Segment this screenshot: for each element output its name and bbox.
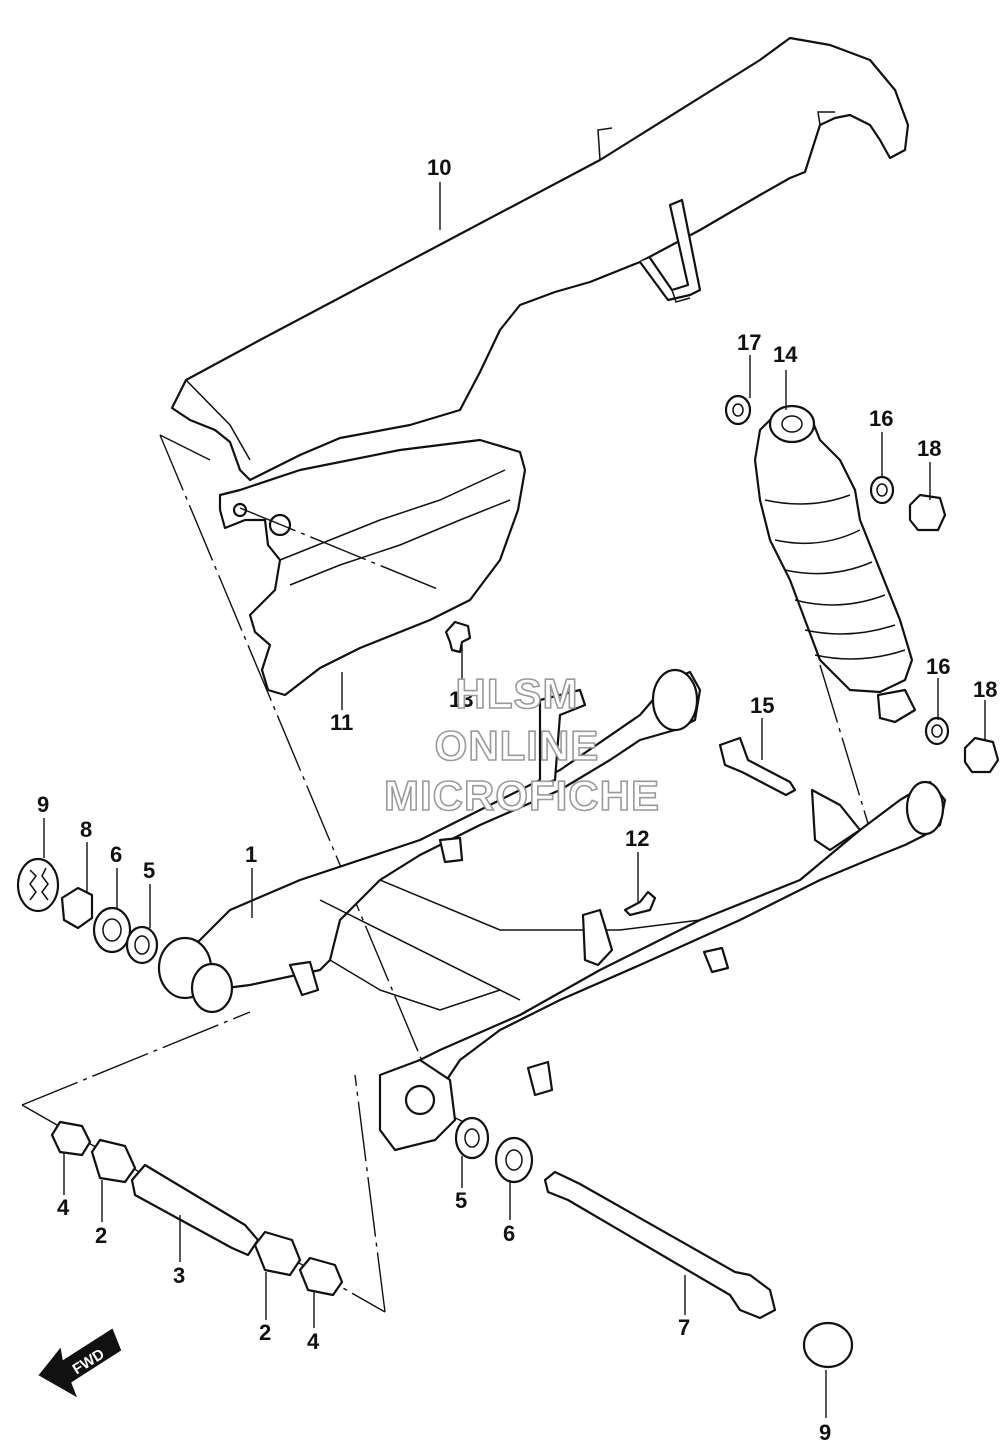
- fwd-arrow: FWD: [38, 1328, 122, 1398]
- cap-nut-18b: [963, 736, 1000, 774]
- callout-8: 8: [80, 817, 92, 842]
- washer-17: [724, 394, 752, 426]
- callout-5: 5: [455, 1188, 467, 1213]
- callout-2: 2: [95, 1223, 107, 1248]
- callout-4: 4: [57, 1195, 70, 1220]
- callout-16: 16: [869, 406, 893, 431]
- washer-16a: [869, 475, 895, 505]
- spacer-3: [130, 1163, 260, 1257]
- callout-16: 16: [926, 654, 950, 679]
- callout-3: 3: [173, 1263, 185, 1288]
- callout-7: 7: [678, 1315, 690, 1340]
- callout-11: 11: [330, 710, 353, 735]
- callout-2: 2: [259, 1320, 271, 1345]
- callout-13: 13: [449, 687, 473, 712]
- bush-4b: [298, 1256, 344, 1297]
- shock-absorber[interactable]: [753, 404, 917, 724]
- bearing-6a: [92, 906, 132, 954]
- leader-lines: [43, 182, 986, 1418]
- nut-8: [60, 886, 94, 930]
- callout-10: 10: [427, 155, 451, 180]
- cap-9b: [802, 1321, 854, 1369]
- bolt-12: [623, 890, 657, 917]
- callout-18: 18: [973, 677, 997, 702]
- collar-9a: [16, 857, 60, 913]
- callout-9: 9: [37, 792, 49, 817]
- bolt-15: [718, 736, 797, 797]
- callout-6: 6: [110, 842, 122, 867]
- callout-17: 17: [737, 330, 761, 355]
- pivot-bolt-7: [543, 1170, 777, 1320]
- callout-labels: 10 17 14 16 18 11 13 16 18 15 9 8 6 5 1 …: [37, 155, 997, 1445]
- screw-13: [444, 620, 472, 654]
- washer-16b: [924, 716, 950, 746]
- washer-5a: [125, 925, 159, 965]
- small-parts: [16, 394, 1000, 1369]
- bearing-6b: [494, 1136, 534, 1184]
- callout-6: 6: [503, 1221, 515, 1246]
- chain-guard[interactable]: [218, 438, 527, 697]
- cap-nut-18a: [908, 493, 947, 532]
- bearing-2a: [90, 1138, 137, 1184]
- callout-1: 1: [245, 842, 257, 867]
- callout-18: 18: [917, 436, 941, 461]
- swing-arm[interactable]: [157, 668, 947, 1152]
- callout-12: 12: [625, 826, 649, 851]
- chain-case[interactable]: [170, 36, 910, 482]
- callout-15: 15: [750, 693, 774, 718]
- bearing-2b: [253, 1230, 302, 1277]
- bush-4a: [50, 1120, 92, 1157]
- callout-5: 5: [143, 858, 155, 883]
- watermark-line-2: ONLINE: [435, 722, 600, 769]
- callout-9: 9: [819, 1420, 831, 1445]
- watermark-line-1: HLSM: [456, 670, 579, 717]
- callout-14: 14: [773, 342, 798, 367]
- watermark-line-3: MICROFICHE: [384, 772, 660, 819]
- washer-5b: [454, 1116, 490, 1160]
- callout-4: 4: [307, 1329, 320, 1354]
- watermark: HLSM ONLINE MICROFICHE: [383, 669, 660, 820]
